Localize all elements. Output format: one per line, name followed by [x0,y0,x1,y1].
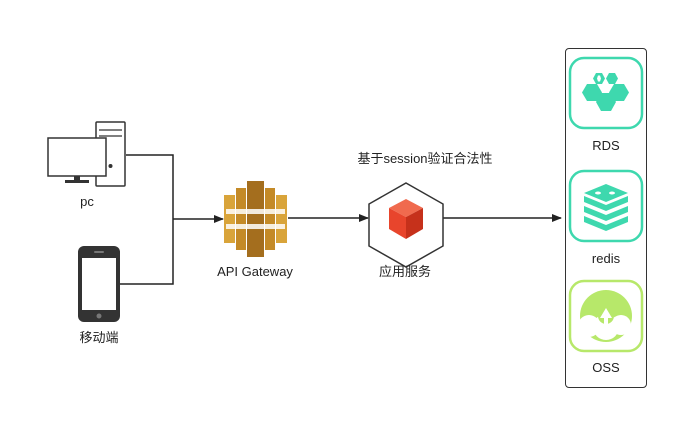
storage-panel [565,48,647,388]
storage-label-redis: redis [591,251,621,266]
api-gateway-label: API Gateway [217,264,293,279]
redis-icon [568,169,644,243]
api-gateway-icon [224,181,287,257]
application-service-label: 应用服务 [378,264,432,279]
mobile-connector [120,219,174,285]
connectors [120,154,562,285]
mobile-label: 移动端 [79,330,119,345]
pc-connector [126,154,174,219]
storage-label-oss: OSS [592,360,620,375]
pc-label: pc [80,194,94,209]
mobile-phone-icon [78,246,120,322]
rds-icon [568,56,644,130]
session-validation-note: 基于session验证合法性 [357,151,493,166]
storage-label-rds: RDS [592,138,620,153]
application-service-icon [368,182,444,268]
pc-icon [47,121,126,187]
oss-icon [568,279,644,353]
